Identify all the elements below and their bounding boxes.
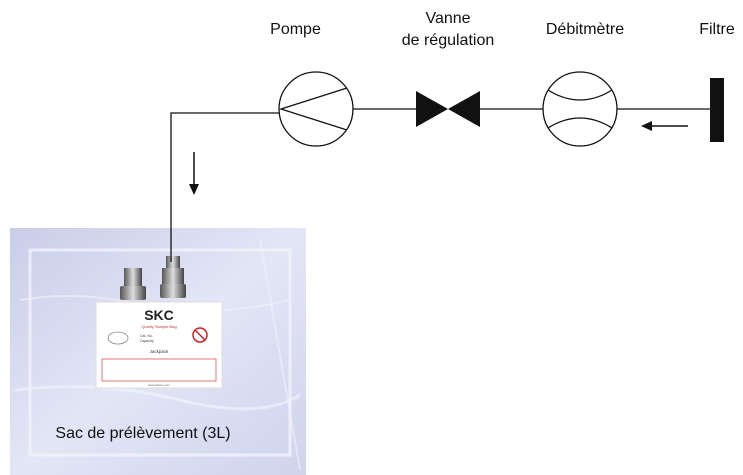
pipe-bag-to-pump [170,112,280,262]
card-brand: SKC [144,307,174,323]
bag-valve-right [160,256,186,298]
regulation-valve-symbol [416,91,480,127]
card-name: Jackpack [150,349,170,354]
card-field-2: Capacity [140,339,154,343]
filter-symbol [710,78,724,142]
valve-label-line2: de régulation [401,32,495,49]
card-web: www.skcinc.com [148,383,171,387]
bag-label-card: SKC Quality Sample Bag Cat. No. Capacity… [95,301,223,389]
flowmeter-label: Débitmètre [545,21,625,38]
flowmeter-symbol [542,71,618,147]
sample-bag-photo: SKC Quality Sample Bag Cat. No. Capacity… [10,228,306,475]
bag-label: Sac de prélèvement (3L) [55,425,231,442]
pump-symbol [278,71,354,147]
valve-label-line1: Vanne [425,10,471,27]
pump-label: Pompe [270,21,321,38]
card-field-1: Cat. No. [140,334,153,338]
bag-valve-left [120,268,146,300]
filter-label: Filtre [699,21,735,38]
flow-arrow-down [189,152,199,195]
card-subtitle: Quality Sample Bag [141,324,176,329]
flow-arrow-left [641,121,688,131]
pipe-lines [170,108,710,262]
